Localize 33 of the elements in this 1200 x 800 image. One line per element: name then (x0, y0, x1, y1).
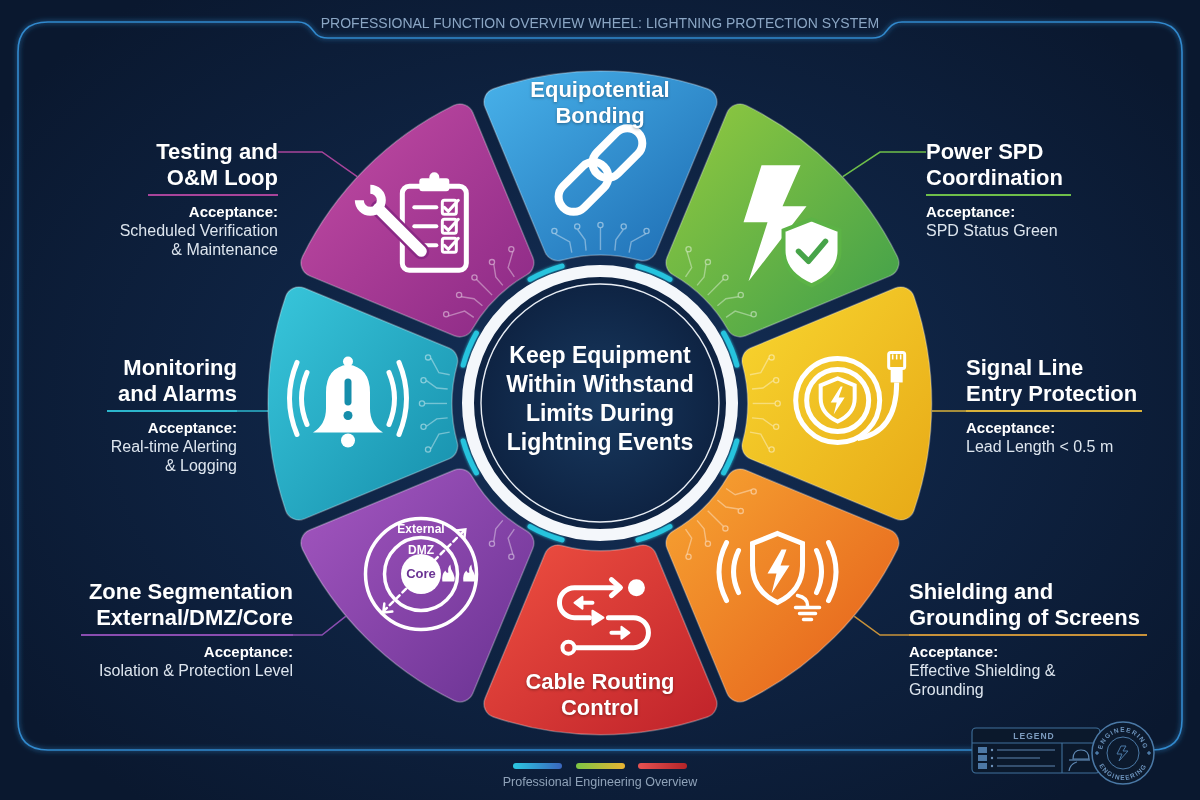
acceptance-label: Acceptance: (147, 418, 237, 437)
acceptance-label: Acceptance: (926, 202, 1016, 221)
acceptance-label: Acceptance: (966, 418, 1056, 437)
acceptance-criteria: SPD Status Green (926, 221, 1058, 240)
function-title: Testing and O&M Loop (148, 139, 278, 196)
acceptance-criteria: Lead Length < 0.5 m (966, 437, 1114, 456)
function-title: Monitoring and Alarms (107, 355, 237, 412)
acceptance-label: Acceptance: (203, 642, 293, 661)
function-title: Shielding and Grounding of Screens (909, 579, 1147, 636)
function-title: Zone Segmentation External/DMZ/Core (81, 579, 293, 636)
zone-label: DMZ (408, 543, 434, 557)
leader-line (842, 151, 927, 178)
acceptance-label: Acceptance: (188, 202, 278, 221)
acceptance-criteria: Effective Shielding & Grounding (909, 661, 1057, 699)
segment-title: Cable Routing Control (524, 669, 676, 721)
function-title: Signal Line Entry Protection (966, 355, 1142, 412)
leader-line (931, 410, 967, 412)
leader-line (236, 410, 269, 412)
caption: Professional Engineering Overview (502, 775, 698, 790)
leader-line (277, 151, 358, 178)
leader-line (292, 615, 347, 636)
diagram-title: PROFESSIONAL FUNCTION OVERVIEW WHEEL: LIGHTNING PROTECTION SYSTEM (320, 15, 880, 31)
leader-line (853, 615, 910, 636)
acceptance-label: Acceptance: (909, 642, 999, 661)
hub-title: Keep Equipment Within Withstand Limits During Lightning Events (505, 341, 695, 457)
zone-label: External (397, 522, 445, 536)
function-title: Power SPD Coordination (926, 139, 1071, 196)
acceptance-criteria: Isolation & Protection Level (99, 661, 293, 680)
acceptance-criteria: Scheduled Verification & Maintenance (118, 221, 278, 259)
acceptance-criteria: Real-time Alerting & Logging (109, 437, 237, 475)
segment-title: Equipotential Bonding (529, 77, 671, 129)
zone-label: Core (406, 567, 436, 581)
legend-heading: LEGEND (1013, 731, 1055, 741)
